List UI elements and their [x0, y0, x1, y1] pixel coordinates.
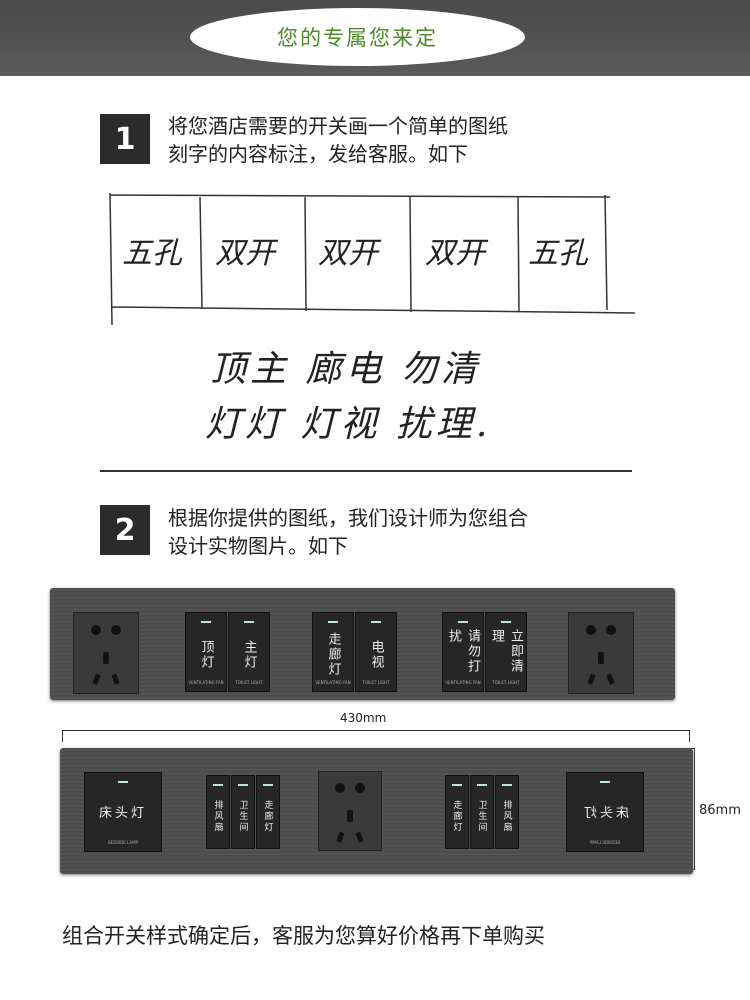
header-title: 您的专属您来定 — [190, 8, 525, 66]
switch-sublabel: BEDSIDE LAMP — [108, 840, 138, 845]
switch-label: 请勿打扰 — [446, 629, 480, 674]
big-switch-bedside[interactable]: 床头灯 BEDSIDE LAMP — [84, 772, 162, 852]
socket — [318, 771, 382, 851]
switch-label: 排风扇 — [501, 799, 512, 833]
led-indicator — [213, 784, 223, 786]
led-indicator — [201, 621, 211, 623]
switch-sublabel: VENTILATING FAN — [188, 680, 224, 685]
width-dimension-line — [62, 730, 690, 742]
led-indicator — [244, 621, 254, 623]
step1-line2: 刻字的内容标注，发给客服。如下 — [168, 142, 468, 166]
sketch-notes-2: 灯灯 灯视 扰理. — [205, 404, 492, 445]
sketch-cell: 双开 — [215, 236, 275, 271]
width-label: 430mm — [340, 711, 387, 725]
rocker-switch[interactable]: 走廊灯 — [445, 775, 469, 849]
step-number: 1 — [100, 114, 150, 164]
height-label: 86mm — [698, 803, 742, 818]
led-indicator — [238, 784, 248, 786]
switch-label: 排风扇 — [212, 799, 223, 833]
rocker-switch[interactable]: 卫生间 — [470, 775, 494, 849]
switch-label: 走廊灯 — [451, 799, 462, 833]
led-indicator — [328, 621, 338, 623]
step1-line1: 将您酒店需要的开关画一个简单的图纸 — [168, 114, 508, 138]
rocker-switch[interactable]: 主灯 TOILET LIGHT — [228, 612, 270, 692]
step1-text: 将您酒店需要的开关画一个简单的图纸 刻字的内容标注，发给客服。如下 — [168, 112, 508, 168]
switch-label: 走廊灯 — [262, 799, 273, 833]
rocker-switch[interactable]: 排风扇 — [495, 775, 519, 849]
step2-text: 根据你提供的图纸，我们设计师为您组合 设计实物图片。如下 — [168, 504, 528, 560]
rocker-switch[interactable]: 请勿打扰 VENTILATING FAN — [442, 612, 484, 692]
sketch-cell: 五孔 — [528, 236, 588, 271]
socket — [568, 612, 634, 694]
led-indicator — [458, 621, 468, 623]
switch-label: 顶灯 — [198, 639, 214, 670]
switch-label: 走廊灯 — [325, 632, 341, 677]
sketch-cell: 双开 — [318, 236, 378, 271]
switch-label: 主灯 — [241, 639, 257, 670]
switch-label: 卫生间 — [476, 799, 487, 833]
led-indicator — [477, 784, 487, 786]
step2-line1: 根据你提供的图纸，我们设计师为您组合 — [168, 506, 528, 530]
switch-sublabel: VENTILATING FAN — [315, 680, 351, 685]
socket — [73, 612, 139, 694]
led-indicator — [371, 621, 381, 623]
led-indicator — [502, 784, 512, 786]
rocker-switch[interactable]: 顶灯 VENTILATING FAN — [185, 612, 227, 692]
led-indicator — [452, 784, 462, 786]
sketch-cell: 五孔 — [122, 236, 182, 271]
switch-label: 床头灯 — [98, 806, 147, 821]
switch-label: 电视 — [368, 639, 384, 670]
big-switch-bedside-mirrored[interactable]: 床头灯 BEDSIDE LAMP — [566, 772, 644, 852]
led-indicator — [263, 784, 273, 786]
switch-sublabel: TOILET LIGHT — [492, 680, 520, 685]
sketch-cell: 双开 — [425, 236, 485, 271]
step2-line2: 设计实物图片。如下 — [168, 534, 348, 558]
divider — [100, 470, 632, 472]
step-number: 2 — [100, 505, 150, 555]
switch-sublabel: VENTILATING FAN — [445, 680, 481, 685]
footer-text: 组合开关样式确定后，客服为您算好价格再下单购买 — [62, 924, 545, 948]
rocker-switch[interactable]: 立即清理 TOILET LIGHT — [485, 612, 527, 692]
switch-label: 立即清理 — [489, 629, 523, 674]
hand-sketch — [109, 192, 636, 326]
rocker-switch[interactable]: 电视 TOILET LIGHT — [355, 612, 397, 692]
led-indicator — [501, 621, 511, 623]
switch-label: 卫生间 — [237, 799, 248, 833]
rocker-switch[interactable]: 卫生间 — [231, 775, 255, 849]
switch-sublabel: BEDSIDE LAMP — [590, 840, 620, 845]
switch-sublabel: TOILET LIGHT — [235, 680, 263, 685]
rocker-switch[interactable]: 走廊灯 VENTILATING FAN — [312, 612, 354, 692]
switch-label: 床头灯 — [581, 806, 630, 821]
rocker-switch[interactable]: 排风扇 — [206, 775, 230, 849]
rocker-switch[interactable]: 走廊灯 — [256, 775, 280, 849]
switch-sublabel: TOILET LIGHT — [362, 680, 390, 685]
sketch-notes-1: 顶主 廊电 勿清 — [210, 349, 481, 390]
